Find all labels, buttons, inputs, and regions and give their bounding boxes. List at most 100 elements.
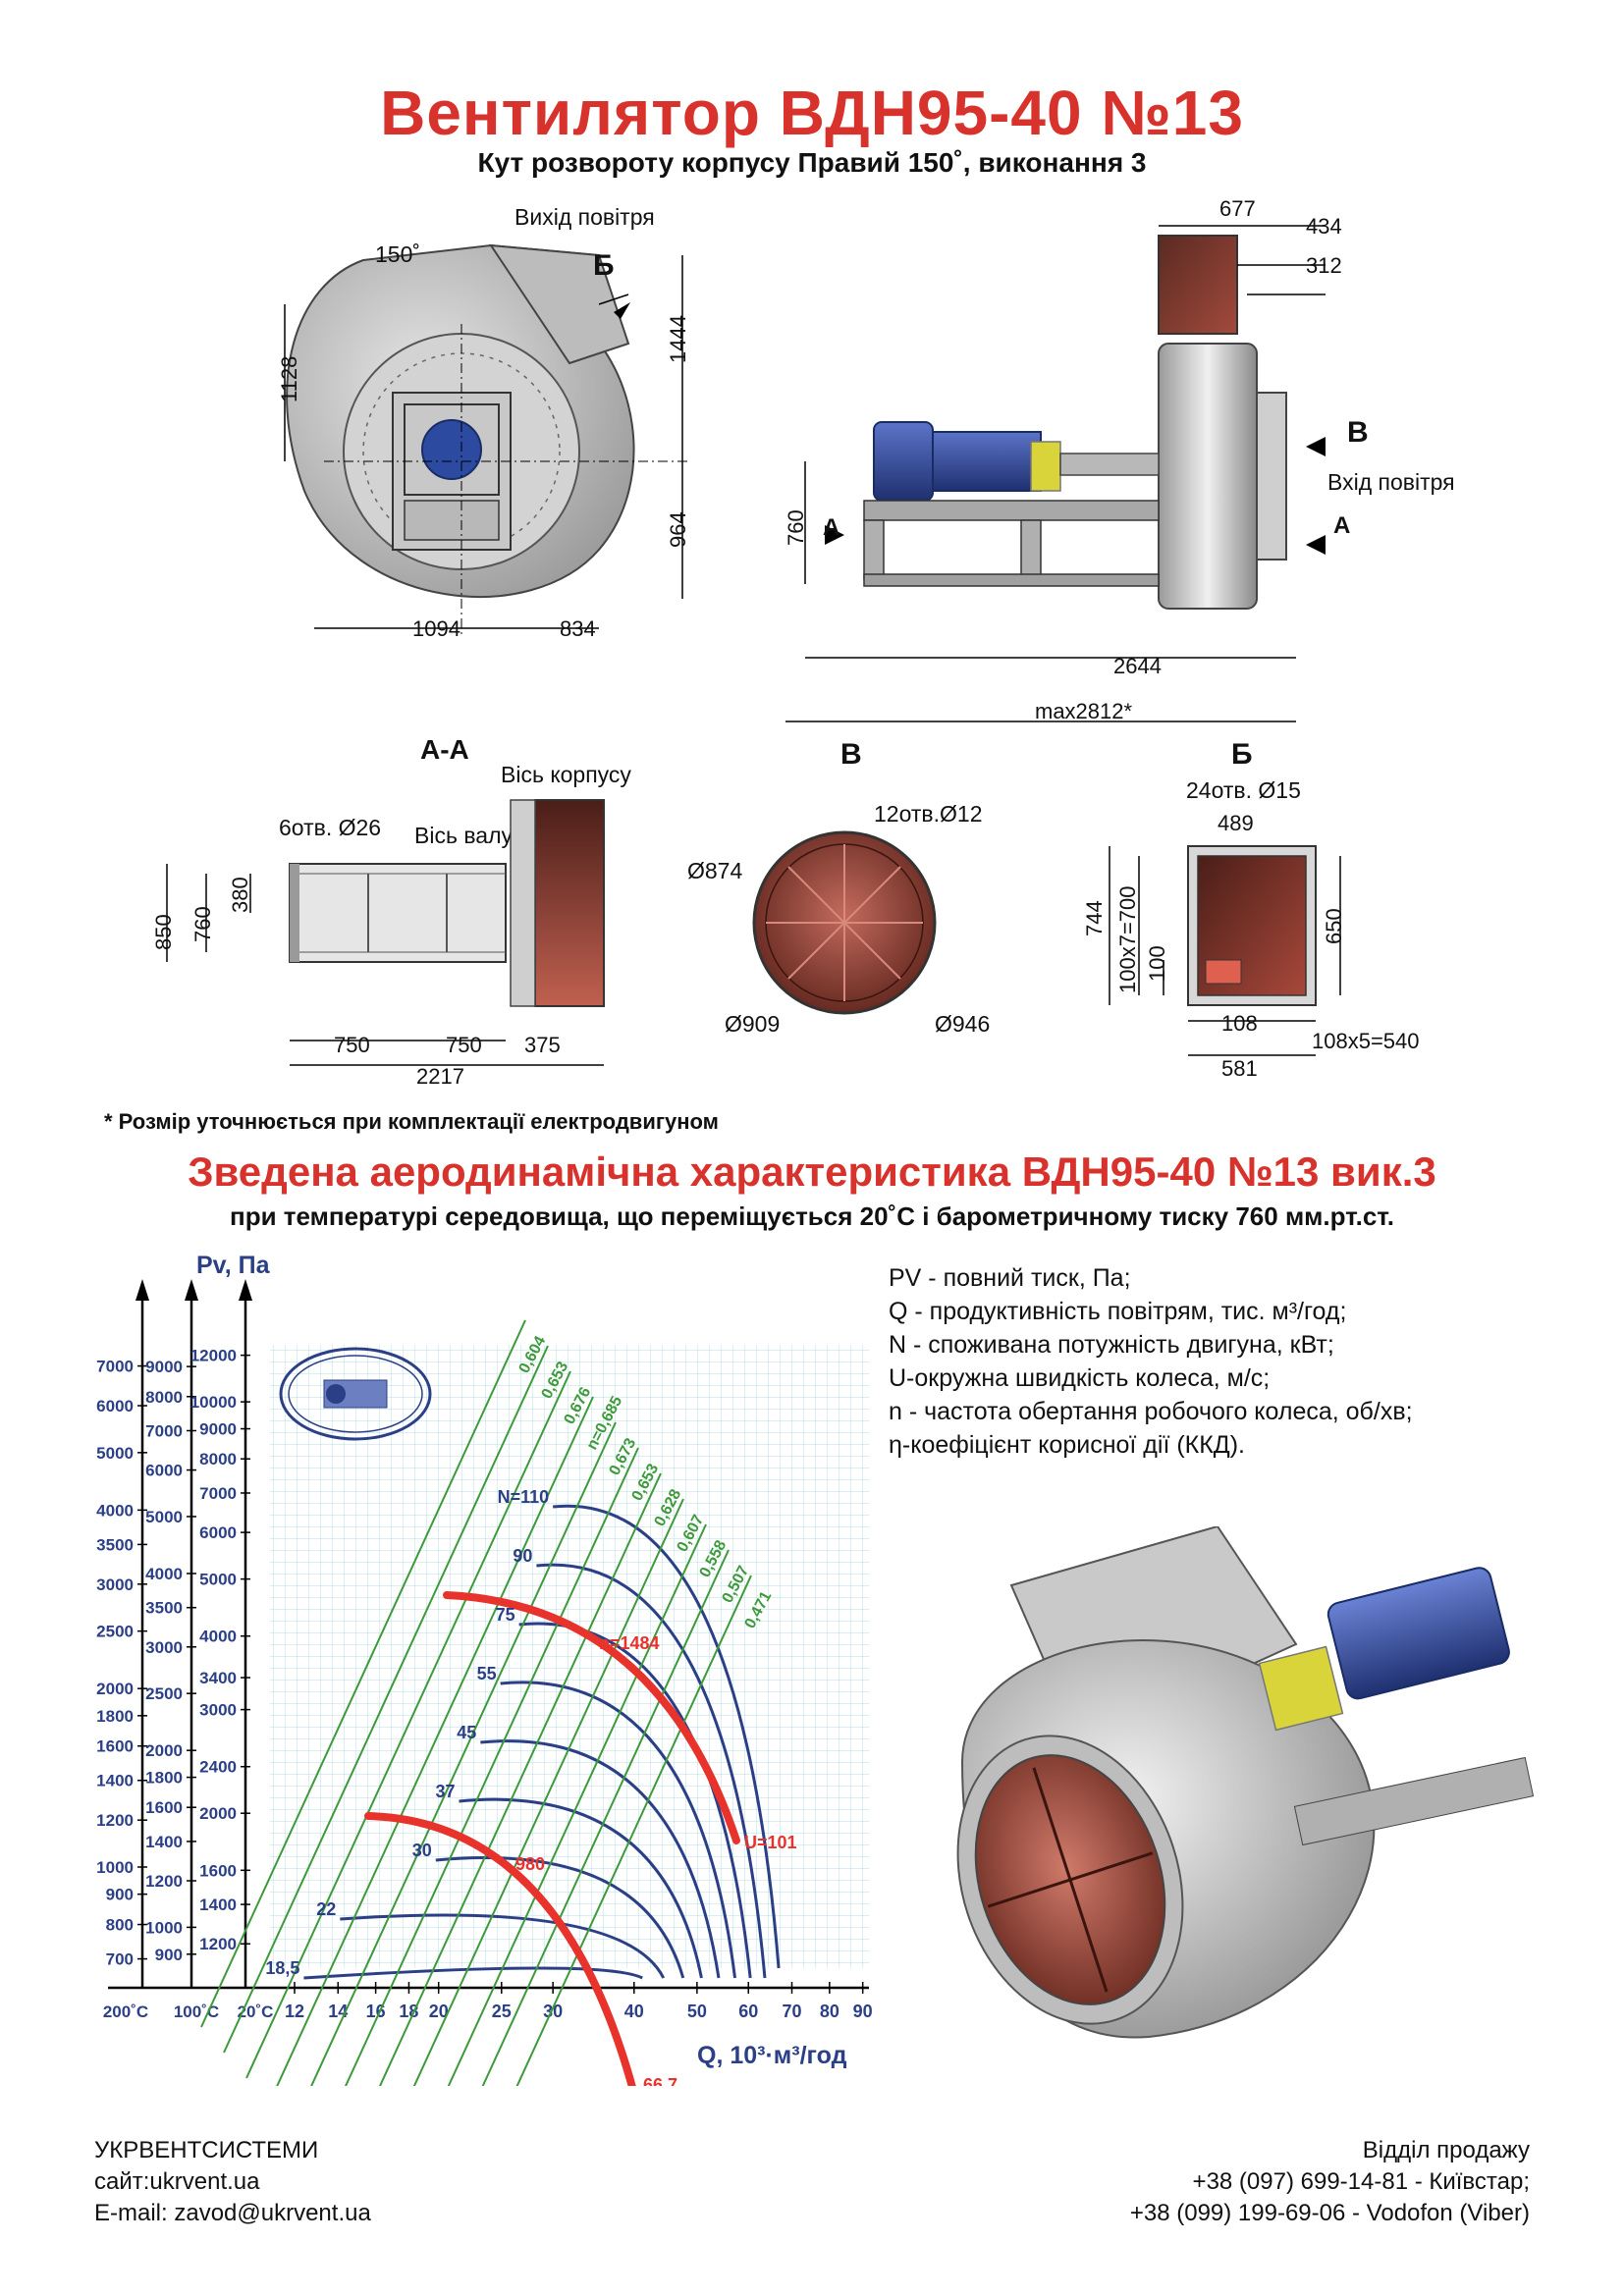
y-tick-label: 5000 [145, 1508, 183, 1526]
y-tick-label: 2000 [199, 1804, 237, 1823]
dim-max2812: max2812* [1035, 699, 1133, 723]
footer-site[interactable]: сайт:ukrvent.ua [94, 2168, 260, 2195]
y-tick-label: 1400 [199, 1896, 237, 1914]
efficiency-line [344, 1447, 639, 2086]
holes-24-label: 24отв. Ø15 [1186, 777, 1301, 803]
legend-eta: η-коефіцієнт корисної дії (ККД). [889, 1431, 1245, 1459]
diam-874: Ø874 [687, 858, 743, 883]
x-tick-label: 30 [543, 2002, 563, 2021]
footer-email[interactable]: E-mail: zavod@ukrvent.ua [94, 2200, 371, 2226]
efficiency-line [223, 1345, 549, 2054]
operating-label: n=1484 [599, 1633, 660, 1653]
holes-12-label: 12отв.Ø12 [874, 801, 983, 827]
pressure-curve [536, 1563, 767, 1979]
y-tick-label: 2400 [199, 1758, 237, 1777]
side-view-drawing [785, 225, 1326, 722]
dim-2217: 2217 [416, 1064, 464, 1089]
y-tick-label: 1200 [199, 1935, 237, 1953]
y-tick-label: 8000 [145, 1388, 183, 1407]
y-tick-label: 6000 [96, 1397, 134, 1415]
dim-650: 650 [1322, 908, 1346, 944]
dim-700: 100x7=700 [1115, 885, 1140, 994]
y-tick-label: 4000 [96, 1501, 134, 1520]
axis-shaft-label: Вісь валу [414, 823, 513, 848]
pressure-curve [553, 1504, 781, 1969]
dim-581: 581 [1221, 1056, 1258, 1081]
section-a-marker-left: А [823, 514, 840, 541]
front-view-drawing [284, 243, 687, 638]
dim-108: 108 [1221, 1011, 1258, 1036]
inlet-label: Вхід повітря [1327, 469, 1455, 495]
efficiency-line [412, 1498, 684, 2086]
x-temp-label: 20˚С [238, 2002, 274, 2021]
y-tick-label: 1400 [96, 1772, 134, 1790]
section-a-marker-right: А [1333, 512, 1351, 539]
y-tick-label: 6000 [199, 1523, 237, 1542]
y-tick-label: 2000 [145, 1741, 183, 1760]
y-tick-label: 7000 [145, 1421, 183, 1440]
efficiency-line [276, 1396, 594, 2086]
y-tick-label: 900 [155, 1946, 183, 1964]
dim-489: 489 [1218, 811, 1254, 835]
x-tick-label: 50 [687, 2002, 707, 2021]
x-tick-label: 40 [624, 2002, 644, 2021]
y-tick-label: 1800 [96, 1707, 134, 1726]
holes-26-label: 6отв. Ø26 [279, 815, 382, 840]
y-axis-arrow-0 [135, 1279, 149, 1301]
section-v-drawing [752, 830, 937, 1015]
efficiency-line [481, 1549, 730, 2086]
dim-312: 312 [1306, 253, 1342, 278]
dim-1444: 1444 [666, 315, 690, 363]
dim-540: 108x5=540 [1312, 1029, 1420, 1053]
chart-section-title: Зведена аеродинамічна характеристика ВДН… [188, 1148, 1436, 1195]
x-tick-label: 18 [399, 2002, 418, 2021]
dim-750-b: 750 [446, 1033, 482, 1057]
outlet-label: Вихід повітря [514, 204, 655, 230]
legend-u: U-окружна швидкість колеса, м/с; [889, 1364, 1271, 1392]
angle-label: 150˚ [375, 241, 421, 267]
legend-n: N - споживана потужність двигуна, кВт; [889, 1331, 1334, 1359]
x-tick-label: 25 [492, 2002, 512, 2021]
dim-380: 380 [228, 877, 252, 913]
lab-stamp [279, 1347, 432, 1441]
y-tick-label: 4000 [199, 1628, 237, 1646]
efficiency-line [515, 1575, 752, 2086]
chart-section-subtitle: при температурі середовища, що переміщує… [230, 1201, 1394, 1231]
operating-end-label: U=101 [744, 1833, 797, 1852]
dim-434: 434 [1306, 214, 1342, 239]
y-tick-label: 1400 [145, 1833, 183, 1851]
diam-909: Ø909 [725, 1011, 781, 1037]
section-v-title: В [840, 738, 862, 771]
y-tick-label: 1600 [145, 1798, 183, 1817]
footer-phone-2[interactable]: +38 (099) 199-69-06 - Vodofon (Viber) [1129, 2200, 1530, 2226]
diam-946: Ø946 [935, 1011, 991, 1037]
dim-677: 677 [1219, 196, 1256, 221]
footer-phone-1[interactable]: +38 (097) 699-14-81 - Київстар; [1192, 2168, 1530, 2195]
x-tick-label: 90 [853, 2002, 873, 2021]
dim-850: 850 [151, 914, 176, 950]
dim-1128: 1128 [277, 355, 301, 402]
power-label: 18,5 [265, 1958, 299, 1978]
section-b-title: Б [1231, 738, 1253, 771]
power-label: 30 [412, 1841, 432, 1860]
operating-label: 980 [515, 1854, 545, 1874]
pressure-curve [303, 1966, 643, 1980]
y-tick-label: 2500 [145, 1684, 183, 1703]
page-title: Вентилятор ВДН95-40 №13 [380, 78, 1244, 148]
fan-3d-render [956, 1526, 1535, 2039]
y-tick-label: 3000 [145, 1638, 183, 1657]
y-tick-label: 5000 [199, 1571, 237, 1589]
x-tick-label: 20 [429, 2002, 449, 2021]
y-tick-label: 8000 [199, 1450, 237, 1468]
legend-pv: PV - повний тиск, Па; [889, 1264, 1131, 1292]
x-tick-label: 70 [782, 2002, 801, 2021]
pressure-curve [435, 1856, 685, 1979]
chart-legend: PV - повний тиск, Па; Q - продуктивність… [889, 1261, 1413, 1462]
dim-750-a: 750 [334, 1033, 370, 1057]
power-label: 22 [316, 1899, 336, 1919]
y-tick-label: 700 [106, 1950, 134, 1969]
power-label: 37 [435, 1782, 455, 1801]
chart-xlabel: Q, 10³·м³/год [697, 2042, 847, 2069]
x-temp-label: 200˚С [103, 2002, 148, 2021]
x-temp-label: 100˚С [174, 2002, 219, 2021]
